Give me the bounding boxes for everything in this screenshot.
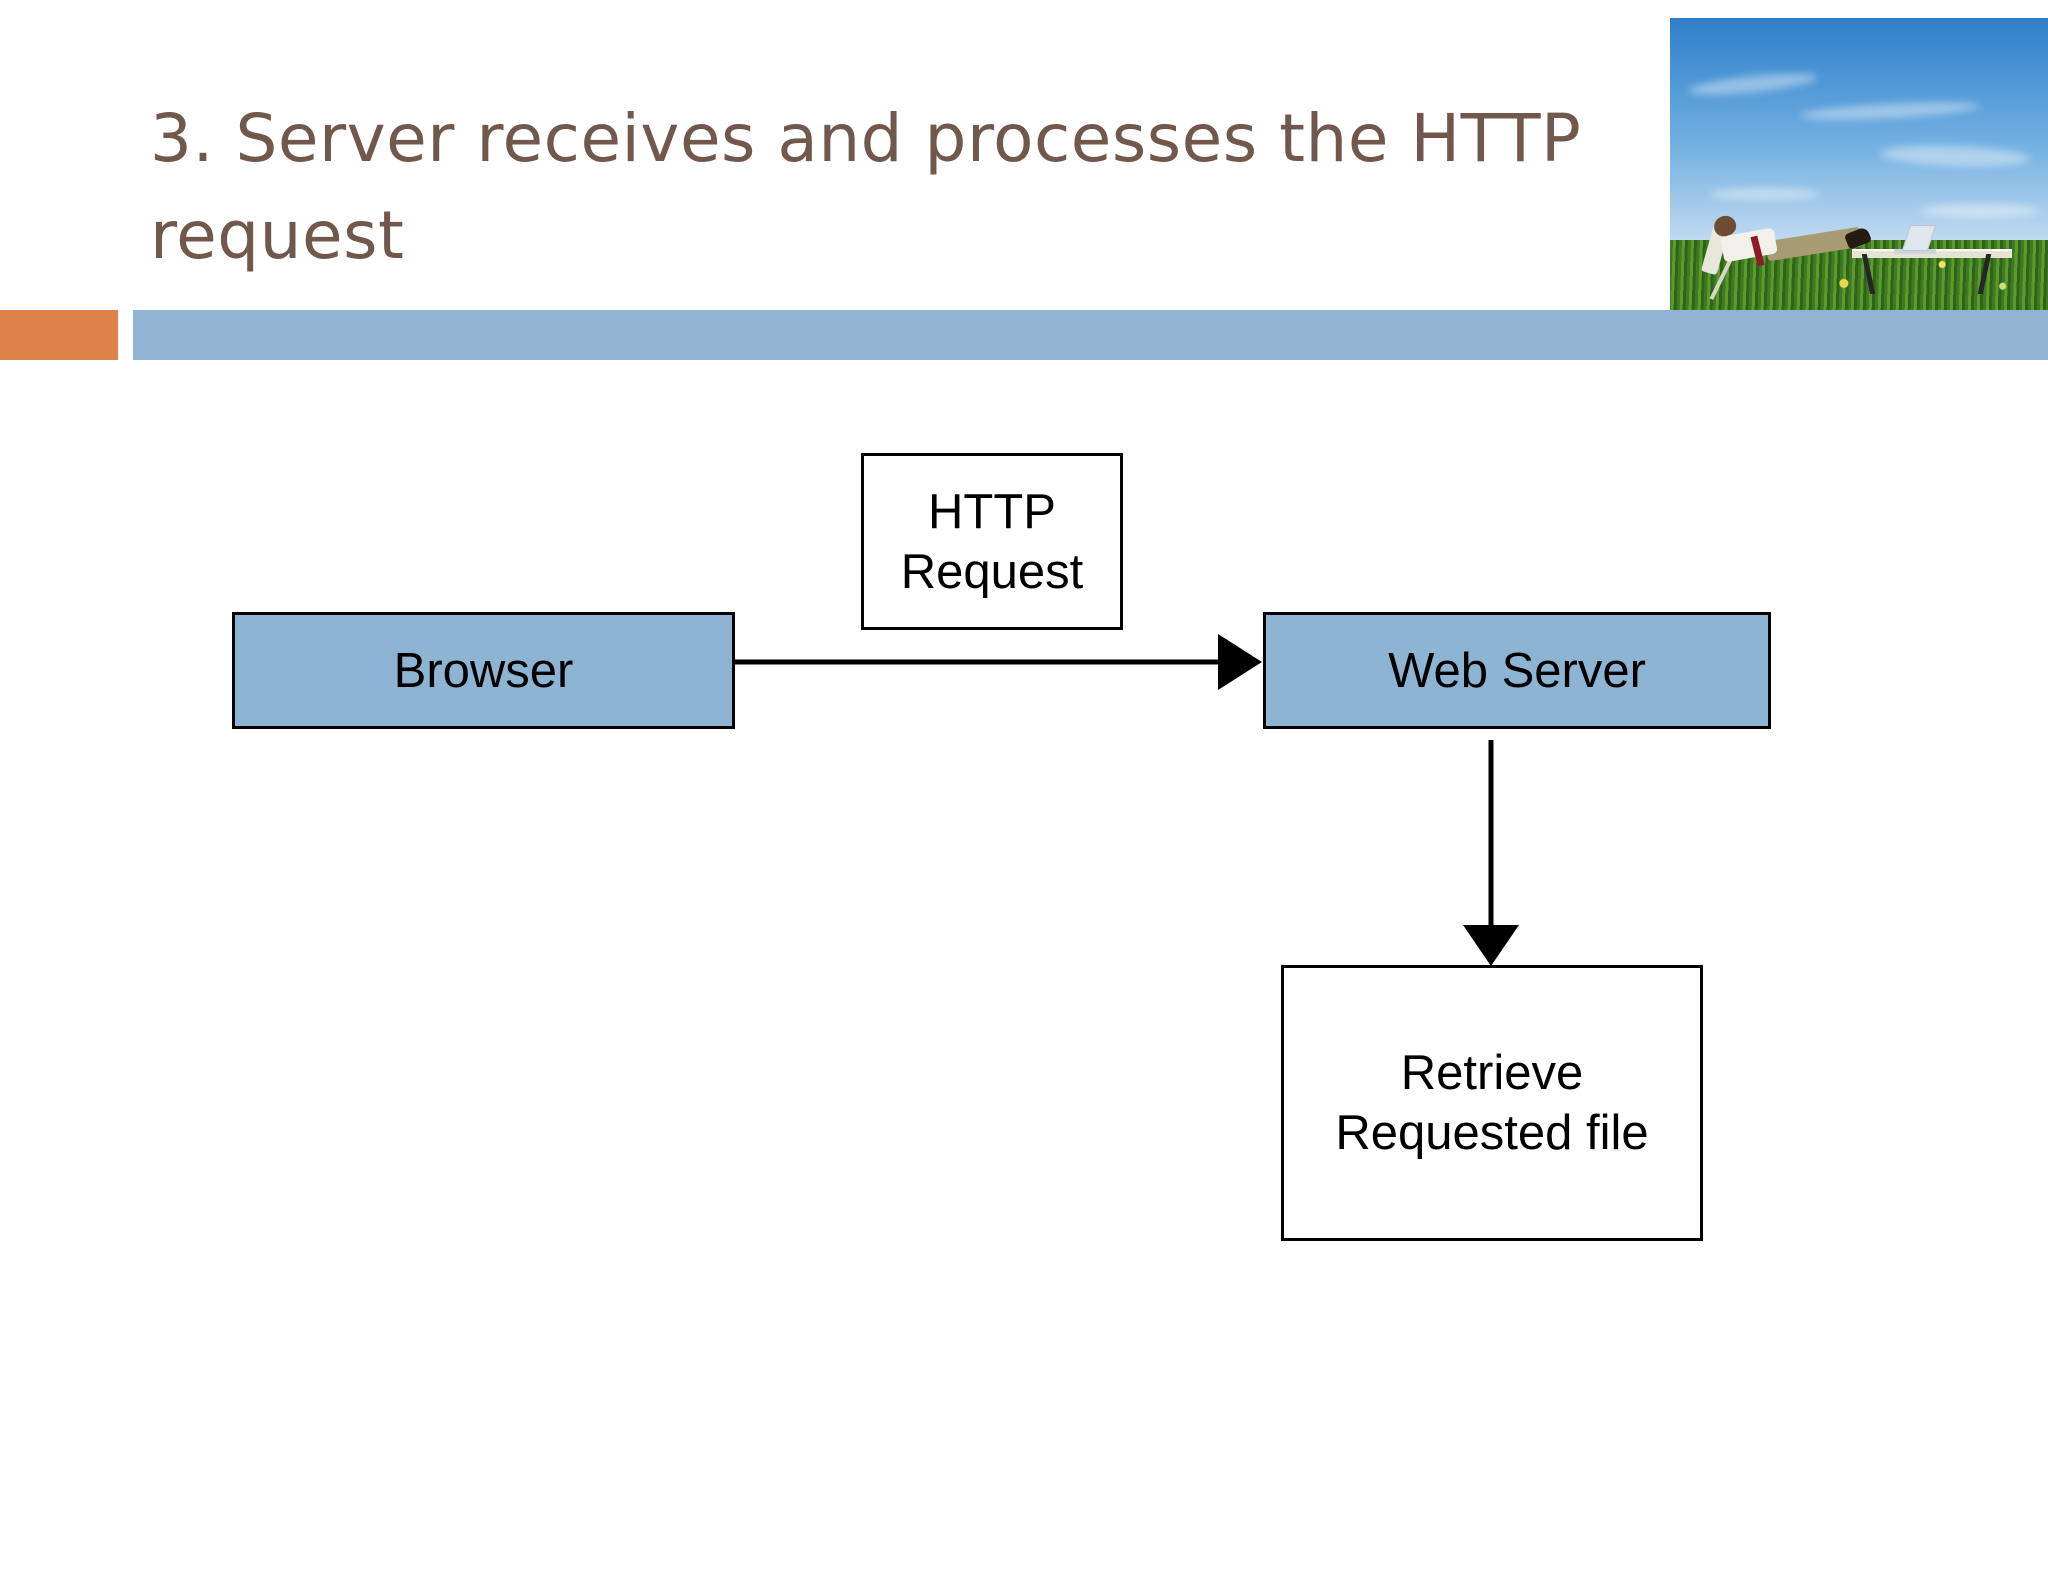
page-title: 3. Server receives and processes the HTT… xyxy=(150,100,1582,274)
photo-sky xyxy=(1670,18,2048,246)
diagram-node-http-request[interactable]: HTTP Request xyxy=(861,453,1123,630)
diagram-node-browser[interactable]: Browser xyxy=(232,612,735,729)
photo-cloud xyxy=(1710,188,1820,200)
photo-laptop-base xyxy=(1894,249,1936,254)
diagram-node-retrieve-requested-file[interactable]: Retrieve Requested file xyxy=(1281,965,1703,1241)
accent-bar-blue xyxy=(133,310,2048,360)
accent-bar-orange xyxy=(0,310,118,360)
photo-cloud xyxy=(1920,204,2040,218)
diagram-node-web-server[interactable]: Web Server xyxy=(1263,612,1771,729)
edge-browser-to-web-server xyxy=(735,634,1262,690)
edge-web-server-to-retrieve xyxy=(1463,740,1519,966)
header-decorative-photo xyxy=(1670,18,2048,310)
arrowhead-down-icon xyxy=(1463,925,1519,966)
arrowhead-right-icon xyxy=(1218,634,1262,690)
